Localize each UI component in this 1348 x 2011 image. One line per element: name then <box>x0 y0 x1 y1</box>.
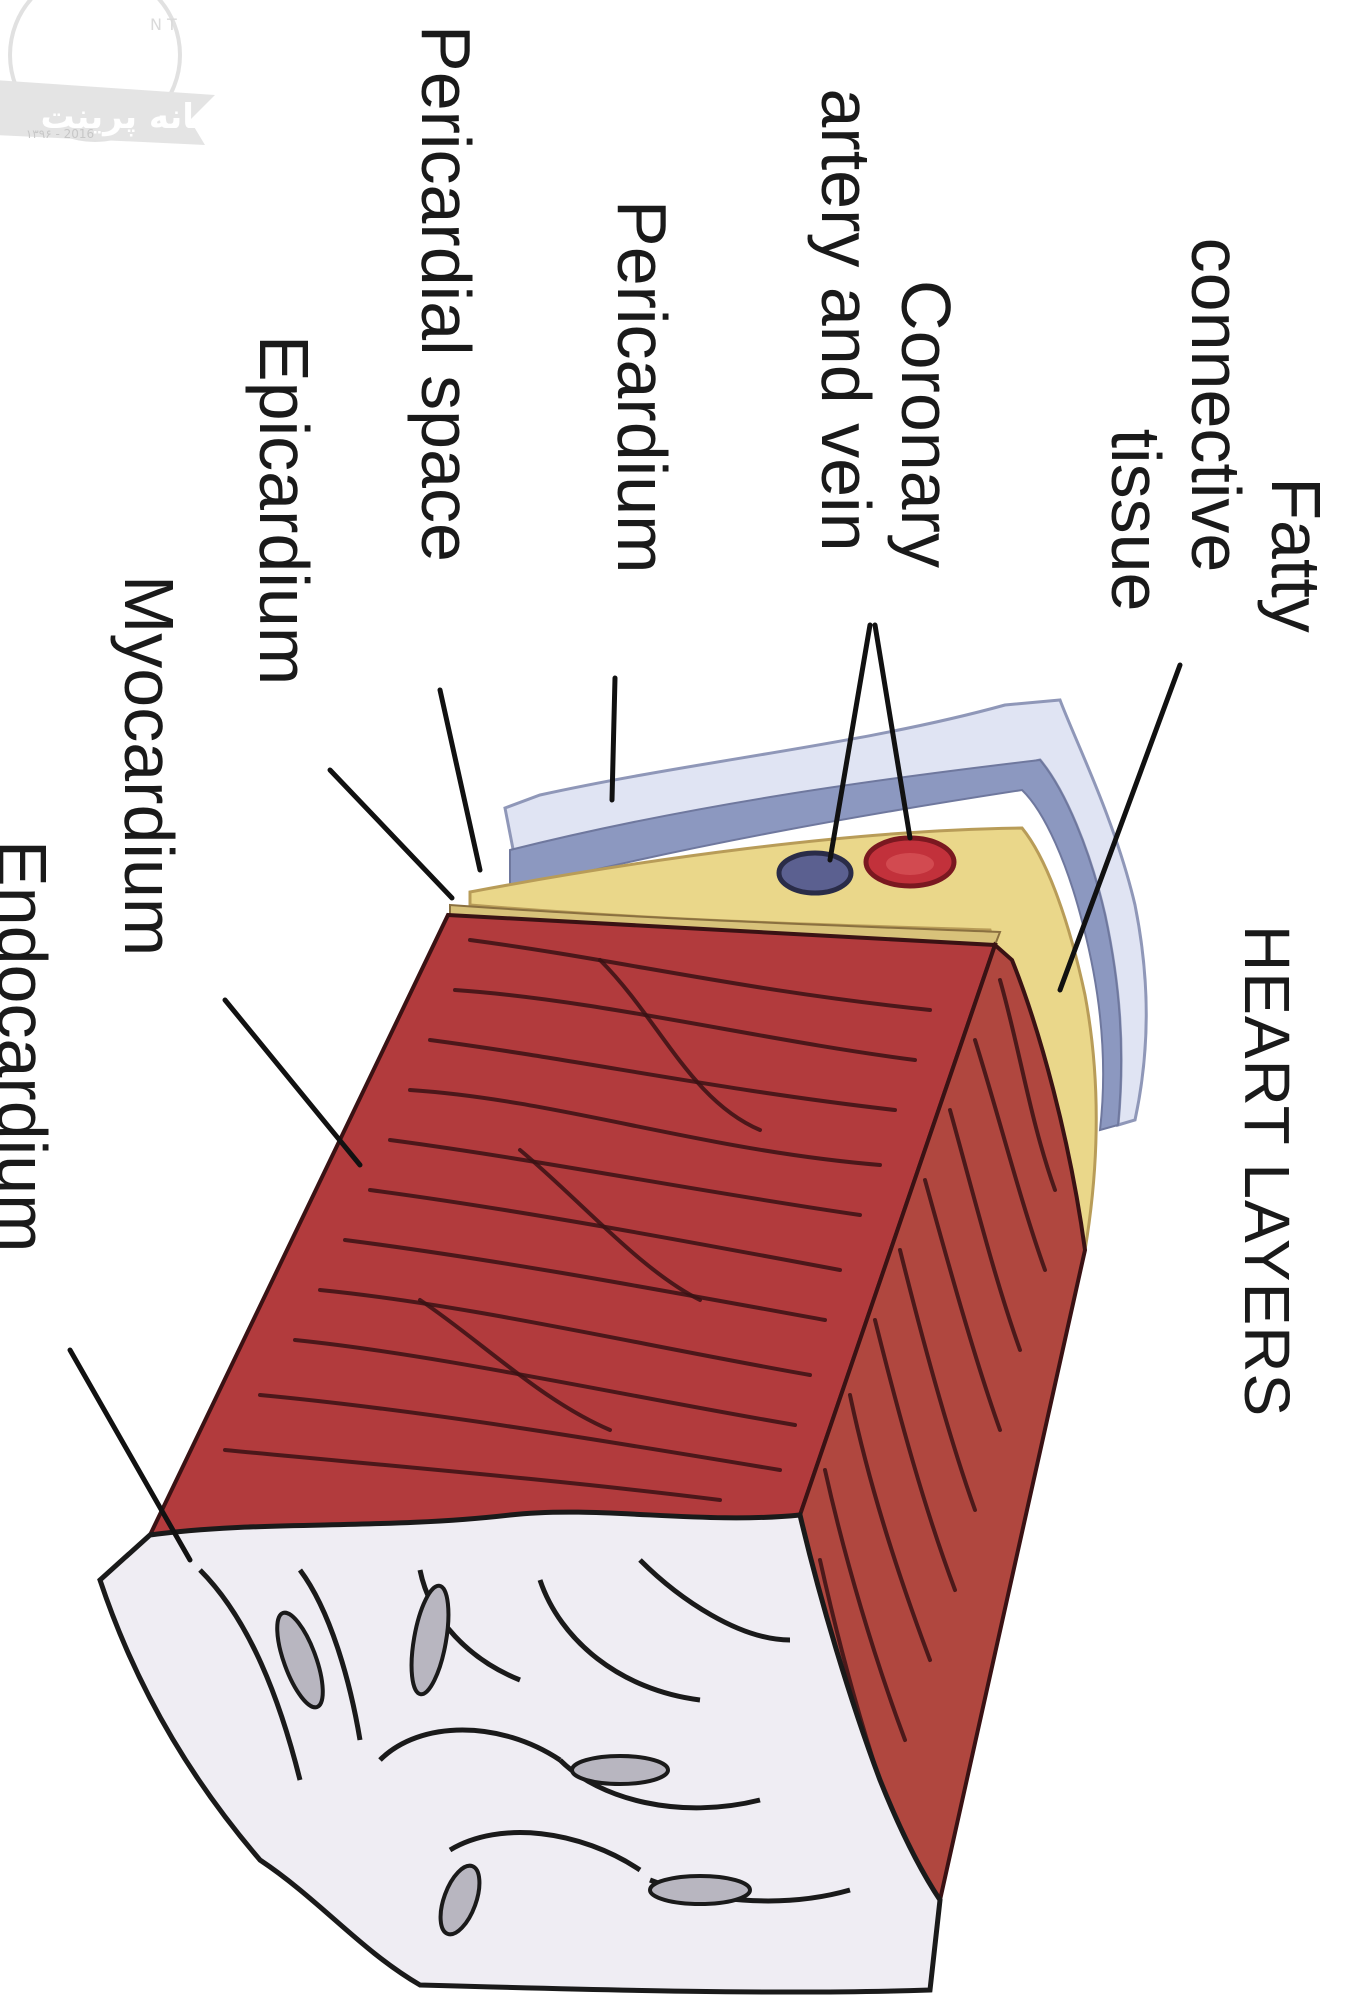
watermark-subtext: ۱۳۹۶ - 2016 <box>26 127 94 141</box>
label-myocardium: Myocardium <box>110 575 188 956</box>
label-pericardial-space: Pericardial space <box>407 25 485 562</box>
label-fatty-line2: connective <box>1177 238 1255 573</box>
endocardium-layer <box>100 1512 940 1992</box>
tissue-block <box>100 700 1146 1992</box>
label-endocardium: Endocardium <box>0 840 61 1252</box>
label-epicardium: Epicardium <box>245 335 323 685</box>
watermark-ring-text: N T <box>150 15 177 34</box>
label-coronary-line2: artery and vein <box>807 88 885 551</box>
label-fatty-line1: Fatty <box>1257 477 1335 633</box>
label-coronary-line1: Coronary <box>887 280 965 568</box>
label-pericardium: Pericardium <box>603 200 681 573</box>
coronary-vein <box>779 853 851 893</box>
label-fatty-line3: tissue <box>1097 429 1175 612</box>
diagram-title: HEART LAYERS <box>1231 925 1303 1417</box>
watermark-logo: خانه پرینت ۱۳۹۶ - 2016 N T <box>0 0 220 145</box>
